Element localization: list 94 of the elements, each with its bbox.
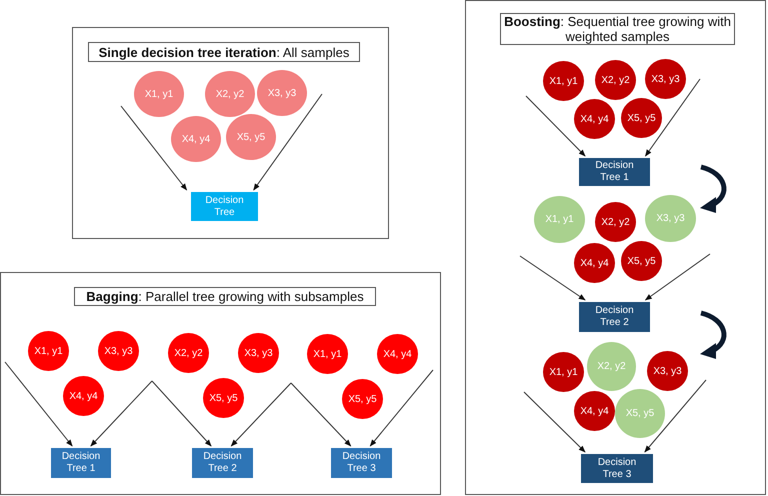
arrow [644,254,710,300]
sample-label: X2, y2 [601,74,630,86]
sample-circle [238,333,279,373]
sample-label: X4, y4 [383,348,412,360]
arrow [152,380,212,447]
arrow [230,382,292,446]
arrow [524,392,586,452]
panel-title: Bagging: Parallel tree growing with subsamples [86,289,364,304]
decision-tree-box [192,448,253,478]
arrow [644,380,706,453]
decision-tree-box [579,158,650,186]
sample-circle [134,71,184,117]
sample-label: X4, y4 [580,406,609,416]
sample-label: X1, y1 [549,366,578,378]
sample-label: X1, y1 [313,348,342,360]
sample-circle [645,59,686,99]
sample-circle [595,60,636,100]
sample-label: X3, y3 [656,213,685,224]
panel-frame [465,0,766,495]
tree-label: Decision Tree 1 [62,451,100,475]
arrow [520,256,586,300]
decision-tree-box [579,302,650,332]
sample-circle [377,334,418,374]
panel-title-box [74,287,376,306]
sample-circle [595,202,636,242]
sample-circle [171,116,221,162]
sample-label: X3, y3 [268,88,296,98]
sample-circle [205,71,255,117]
sample-circle [63,376,104,416]
panel-frame [72,27,389,239]
sample-label: X5, y5 [627,112,656,124]
sample-circle [574,243,615,283]
sample-label: X2, y2 [216,88,244,100]
sample-label: X5, y5 [348,394,377,404]
arrow [120,106,188,191]
sample-circle [574,391,615,431]
panel-title: Single decision tree iteration: All samples [98,44,350,60]
sample-label: X1, y1 [545,214,574,225]
sample-label: X5, y5 [626,408,654,419]
sample-circle [226,114,276,160]
sample-circle [534,196,585,243]
arrow [290,382,352,446]
sample-circle [621,98,662,138]
sample-label: X4, y4 [182,134,210,144]
sample-label: X1, y1 [34,346,63,356]
panel-title: Boosting: Sequential tree growing with weighted samples [503,14,732,44]
sample-circle [543,61,584,101]
arrow [644,78,700,157]
sample-label: X3, y3 [653,366,682,376]
arrow [4,362,73,447]
tree-label: Decision Tree 2 [594,305,635,329]
sample-circle [574,99,615,139]
sample-label: X5, y5 [209,392,238,404]
sample-circle [587,342,636,391]
decision-tree-box [191,192,258,221]
sample-circle [615,389,665,438]
sample-label: X1, y1 [144,88,174,100]
sample-label: X3, y3 [651,74,680,84]
sample-circle [168,333,209,373]
arrow [253,94,322,191]
panel-title-box [88,42,360,62]
tree-label: Decision Tree 1 [594,160,635,184]
tree-label: Decision Tree 3 [596,456,638,480]
sample-label: X1, y1 [549,76,578,86]
sample-label: X4, y4 [580,114,609,124]
tree-label: Decision Tree 3 [342,451,381,475]
decision-tree-box [581,454,653,483]
sample-circle [645,195,696,242]
sample-circle [342,379,383,419]
decision-tree-box [51,448,111,478]
sample-circle [257,70,307,116]
sample-label: X4, y4 [69,390,98,402]
sample-label: X4, y4 [580,258,609,268]
sample-label: X2, y2 [174,348,203,358]
arrow [526,96,586,156]
sample-circle [543,352,584,392]
sample-circle [98,331,139,371]
tree-label: Decision Tree 2 [203,451,242,475]
sample-circle [621,241,662,281]
panel-frame [0,272,441,495]
decision-tree-box [331,448,392,478]
sample-circle [307,334,348,374]
arrow [370,370,434,447]
arrow [90,380,152,446]
sample-label: X2, y2 [601,216,630,228]
sample-circle [647,351,688,391]
sample-label: X3, y3 [104,346,133,356]
sample-label: X5, y5 [627,256,656,266]
sample-label: X3, y3 [244,348,273,358]
tree-label: Decision Tree [204,194,245,218]
sample-circle [203,378,244,418]
sample-label: X5, y5 [236,132,266,142]
sample-label: X2, y2 [597,361,626,372]
sample-circle [28,331,69,371]
